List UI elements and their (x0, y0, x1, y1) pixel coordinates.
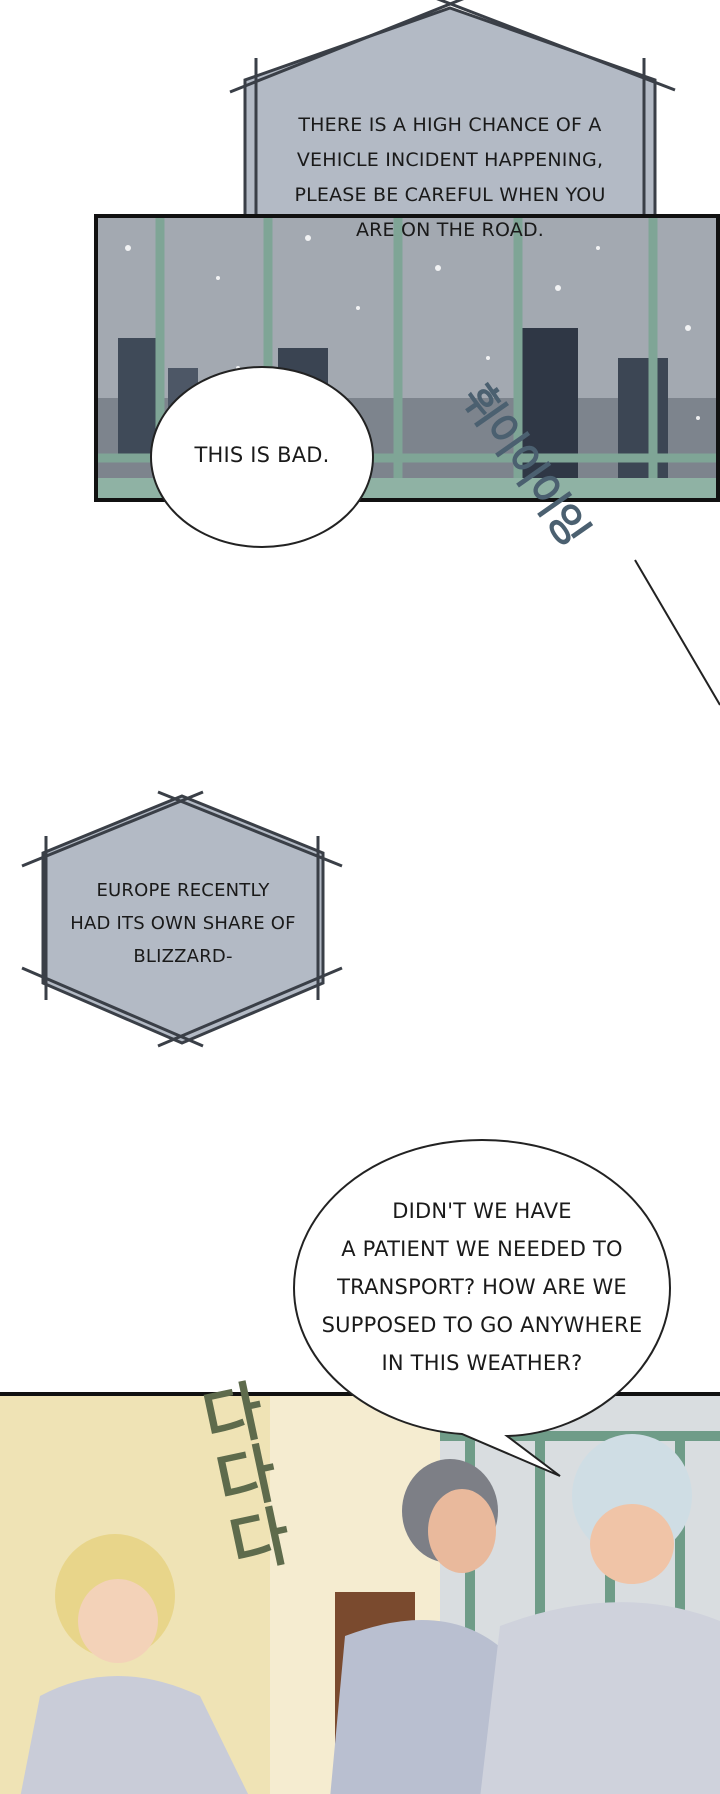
speech-bubble-transport (292, 1138, 672, 1478)
speech-bubble-shape (292, 1138, 672, 1477)
bubble-line: SUPPOSED TO GO ANYWHERE (321, 1313, 643, 1337)
caption-frame-shape (21, 790, 343, 1048)
bubble-line: DIDN'T WE HAVE (392, 1199, 572, 1223)
caption-line: HAD ITS OWN SHARE OF (70, 913, 296, 934)
hallway-scene (0, 1396, 720, 1794)
caption-line: ARE ON THE ROAD. (355, 219, 545, 241)
wind-sfx: 휘이이이잉 (452, 370, 720, 710)
hallway-panel (0, 1392, 720, 1794)
caption-line: BLIZZARD- (133, 946, 233, 967)
this-is-bad-text: THIS IS BAD. (194, 443, 330, 467)
caption-line: EUROPE RECENTLY (96, 880, 270, 901)
caption-line: VEHICLE INCIDENT HAPPENING, (296, 149, 604, 171)
speech-bubble-this-is-bad (150, 366, 374, 548)
europe-caption-box (18, 788, 346, 1050)
bubble-line: TRANSPORT? HOW ARE WE (337, 1275, 627, 1299)
bubble-line: IN THIS WEATHER? (381, 1351, 583, 1375)
caption-line: THERE IS A HIGH CHANCE OF A (298, 114, 602, 136)
wind-trail-line (634, 559, 720, 706)
transport-bubble-text: DIDN'T WE HAVE A PATIENT WE NEEDED TO TR… (312, 1192, 652, 1382)
caption-line: PLEASE BE CAREFUL WHEN YOU (294, 184, 606, 206)
bubble-line: A PATIENT WE NEEDED TO (341, 1237, 623, 1261)
warning-caption-text: THERE IS A HIGH CHANCE OF A VEHICLE INCI… (280, 108, 620, 248)
europe-caption-text: EUROPE RECENTLY HAD ITS OWN SHARE OF BLI… (48, 874, 318, 973)
